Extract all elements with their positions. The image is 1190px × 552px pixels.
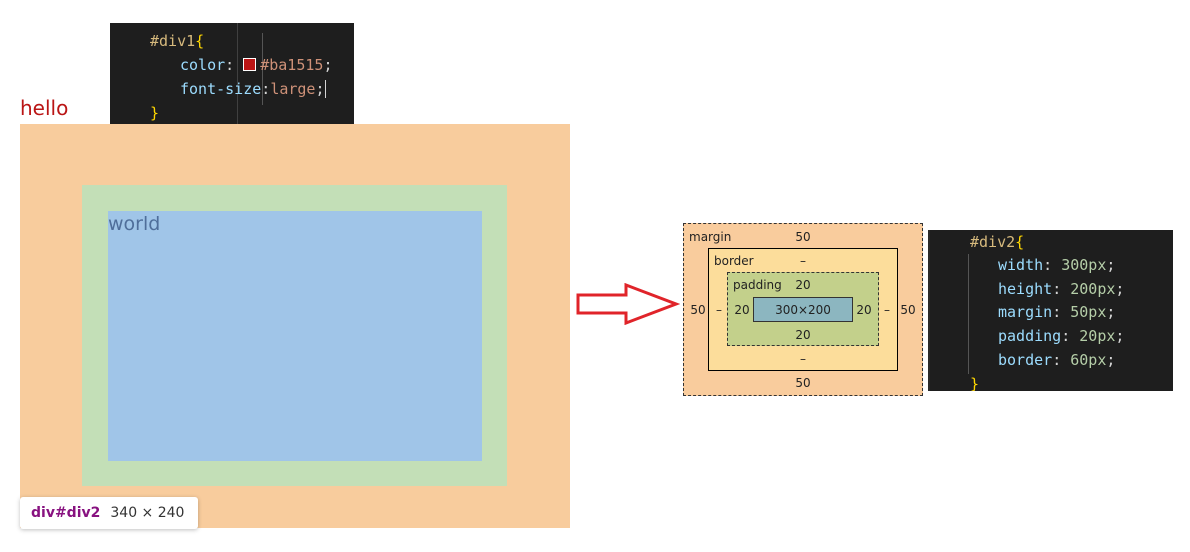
color-swatch-icon[interactable]	[243, 58, 257, 71]
padding-left-value[interactable]: 20	[734, 303, 750, 317]
code-line: }	[970, 372, 979, 391]
tooltip-element-tag: div#div2	[31, 505, 101, 521]
code-line: border: 60px;	[998, 351, 1116, 369]
css-value: large	[270, 80, 316, 98]
padding-top-value[interactable]: 20	[795, 278, 811, 292]
css-code-snippet-div1: #div1{ color: #ba1515; font-size:large; …	[110, 23, 354, 125]
css-property: width	[998, 256, 1044, 274]
indent-guide	[968, 254, 969, 374]
border-bottom-value[interactable]: –	[800, 352, 806, 366]
css-value: 300px	[1061, 256, 1107, 274]
code-line: font-size:large;	[180, 80, 326, 98]
border-top-value[interactable]: –	[800, 254, 806, 268]
padding-right-value[interactable]: 20	[856, 303, 872, 317]
css-value: 20px	[1079, 327, 1116, 345]
css-property: border	[998, 351, 1053, 369]
border-label: border	[714, 254, 754, 268]
close-brace: }	[150, 104, 160, 122]
margin-bottom-value[interactable]: 50	[795, 376, 811, 390]
margin-right-value[interactable]: 50	[900, 303, 916, 317]
css-property: height	[998, 280, 1053, 298]
margin-top-value[interactable]: 50	[795, 230, 811, 244]
css-property: color	[180, 56, 226, 74]
tooltip-element-size: 340 × 240	[110, 505, 185, 521]
box-model-diagram: margin 50 50 50 50 border – – – – paddin…	[683, 223, 923, 396]
css-value: 50px	[1070, 303, 1107, 321]
css-property: font-size	[180, 80, 262, 98]
div2-content-area	[108, 211, 482, 461]
css-value: 200px	[1070, 280, 1116, 298]
box-model-content[interactable]	[753, 297, 853, 322]
indent-guide	[237, 23, 238, 125]
padding-label: padding	[733, 278, 782, 292]
code-line: padding: 20px;	[998, 327, 1125, 345]
open-brace: {	[1015, 233, 1025, 251]
close-brace: }	[970, 375, 980, 391]
code-line: #div1{	[150, 29, 204, 53]
margin-label: margin	[689, 230, 732, 244]
open-brace: {	[195, 32, 205, 50]
css-value: 60px	[1070, 351, 1107, 369]
editor-gutter	[928, 230, 930, 391]
css-property: margin	[998, 303, 1053, 321]
code-line: color: #ba1515;	[180, 56, 333, 74]
code-line: }	[150, 101, 159, 125]
css-value: #ba1515	[260, 56, 324, 74]
right-arrow-icon	[576, 283, 680, 325]
text-cursor	[324, 80, 326, 98]
css-property: padding	[998, 327, 1062, 345]
css-code-snippet-div2: #div2{ width: 300px; height: 200px; marg…	[928, 230, 1173, 391]
border-left-value[interactable]: –	[716, 303, 722, 317]
code-line: margin: 50px;	[998, 303, 1116, 321]
border-right-value[interactable]: –	[884, 303, 890, 317]
hello-text: hello	[20, 96, 69, 120]
css-selector: #div2	[970, 233, 1016, 251]
css-selector: #div1	[150, 32, 196, 50]
code-line: width: 300px;	[998, 256, 1116, 274]
margin-left-value[interactable]: 50	[690, 303, 706, 317]
content-size-value[interactable]: 300×200	[775, 303, 831, 317]
world-text: world	[108, 213, 161, 235]
indent-guide	[262, 33, 263, 105]
element-inspect-tooltip: div#div2 340 × 240	[20, 497, 198, 529]
padding-bottom-value[interactable]: 20	[795, 328, 811, 342]
code-line: height: 200px;	[998, 280, 1125, 298]
code-line: #div2{	[970, 230, 1024, 254]
